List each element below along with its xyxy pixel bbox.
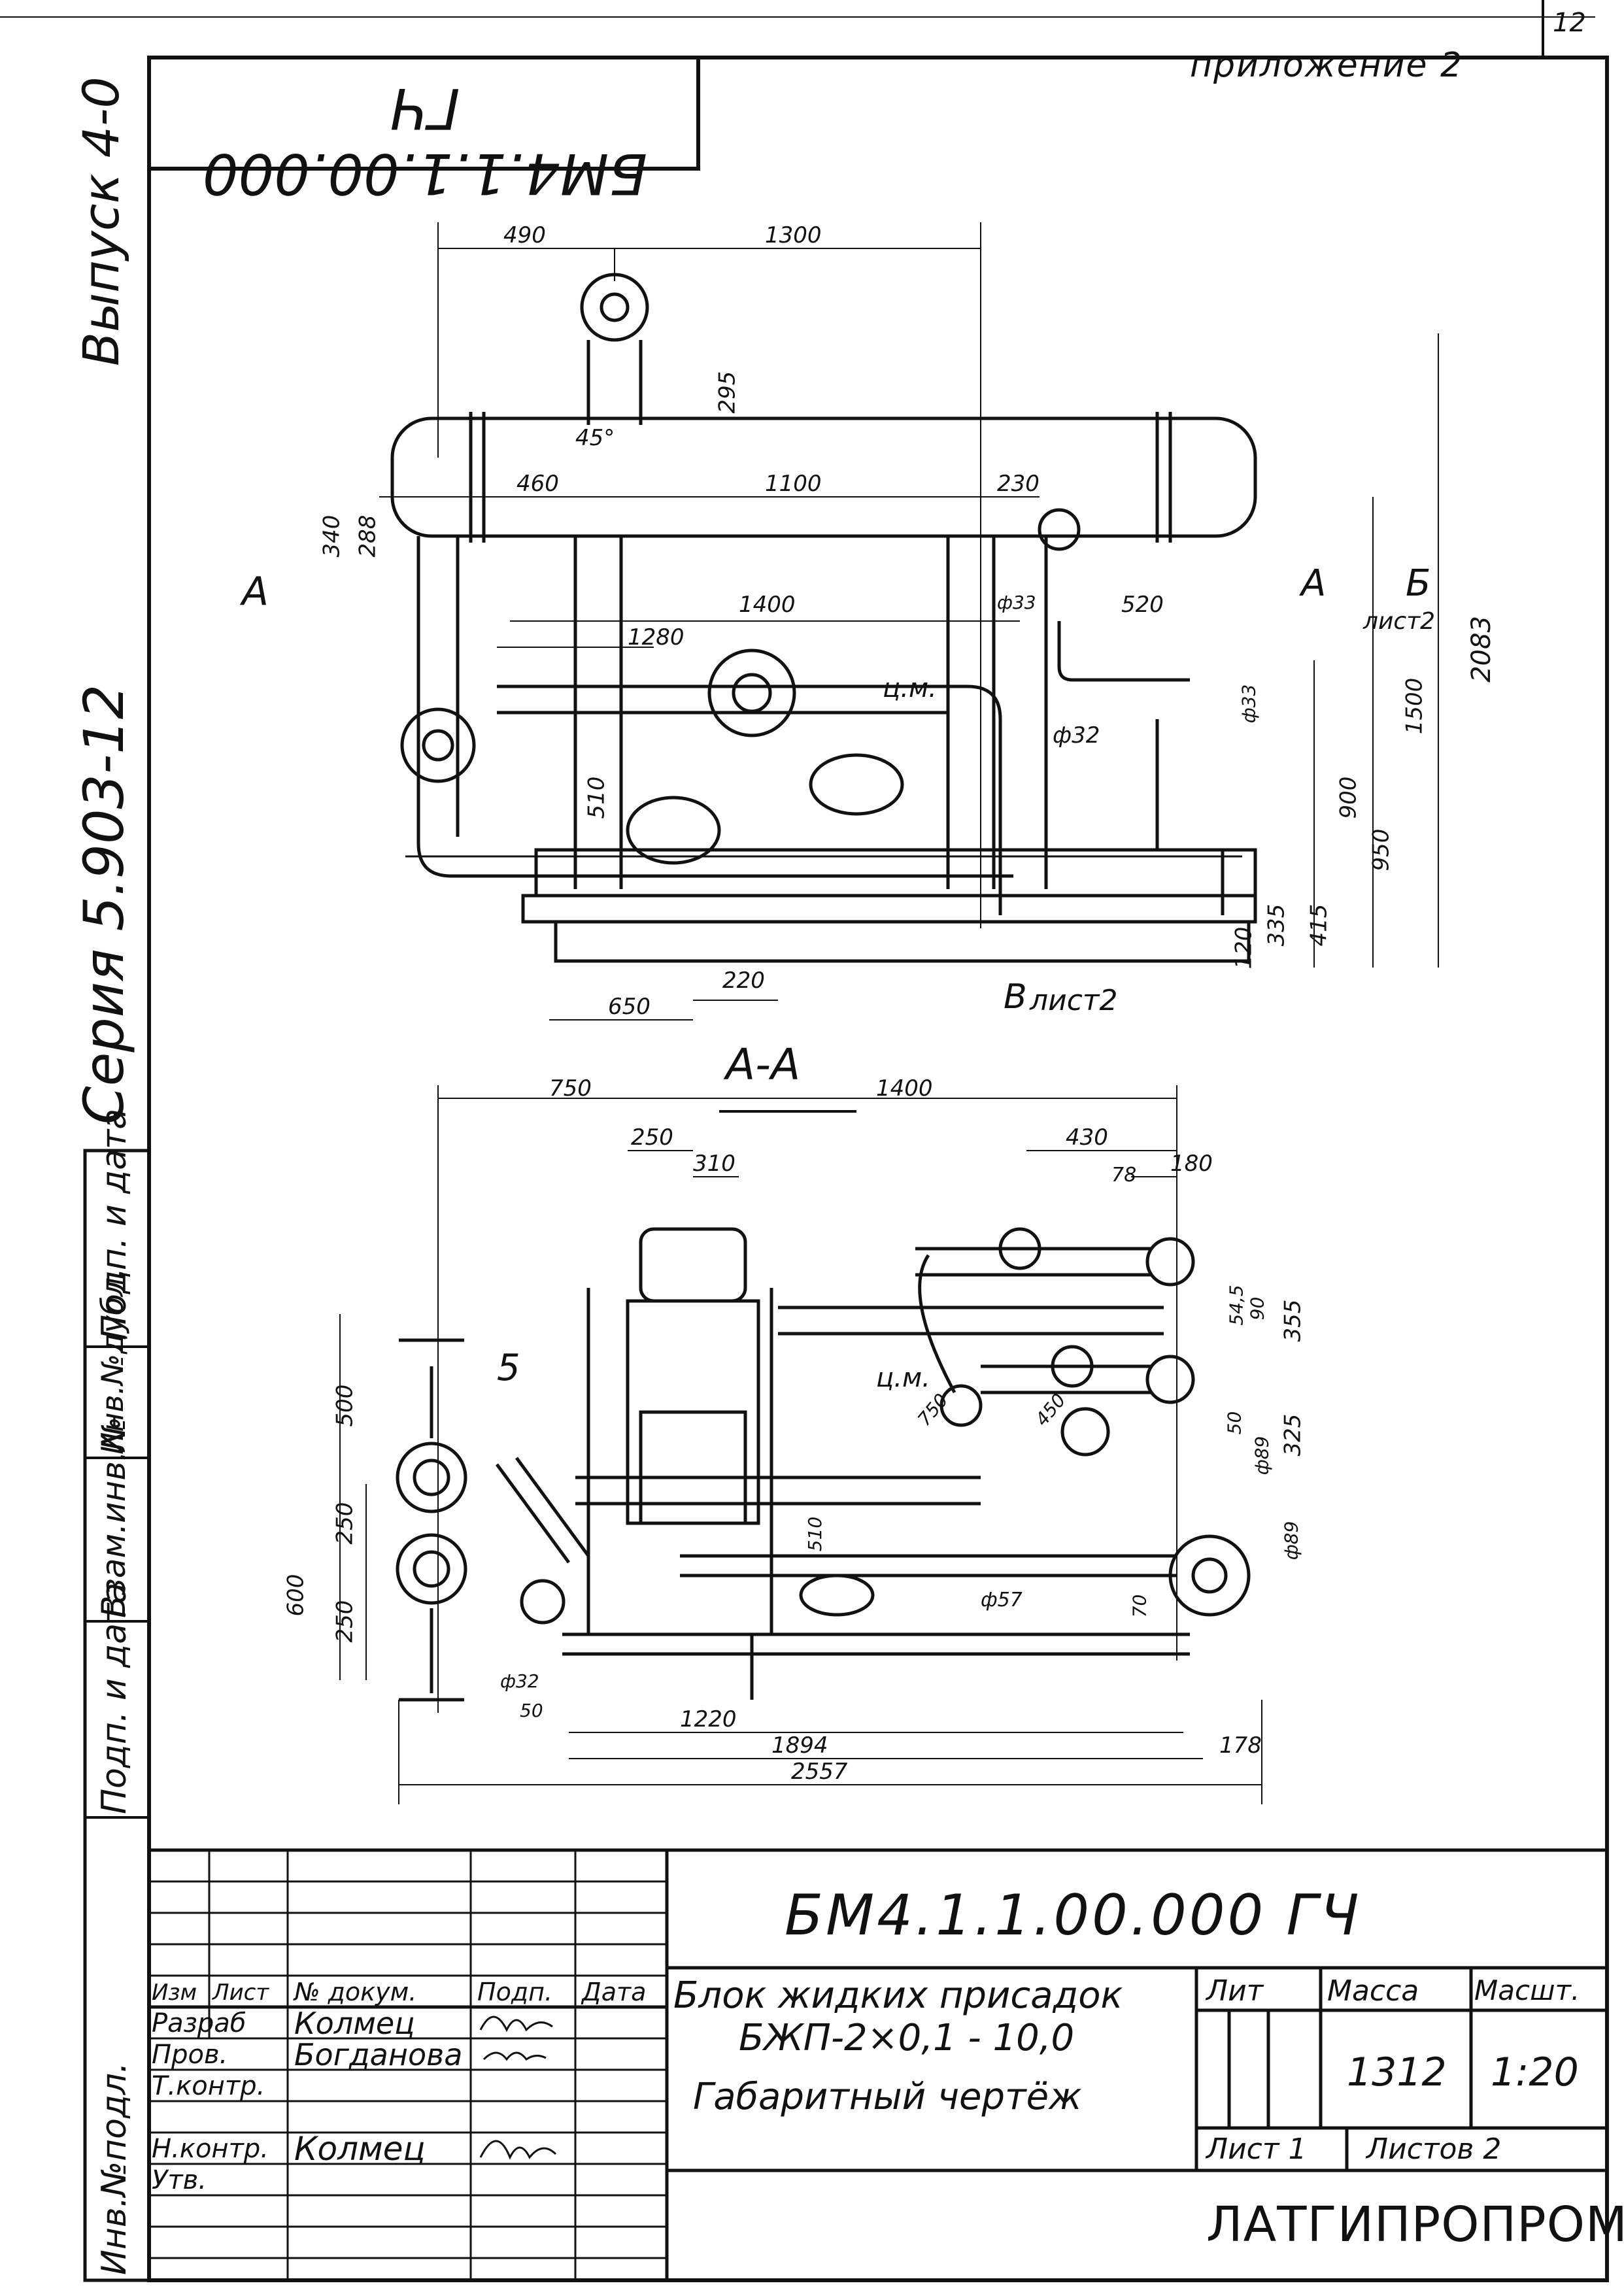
tb-organization: ЛАТГИПРОПРОМ — [1206, 2197, 1624, 2253]
mirrored-stamp-code: БМ4.1.1.00.000 ГЧ — [202, 75, 648, 206]
tb-sheets-label: Листов 2 — [1366, 2133, 1502, 2166]
tb-name-line3: Габаритный чертёж — [693, 2076, 1082, 2118]
dim-section: 500 — [331, 1384, 358, 1427]
tb-person: Колмец — [294, 2006, 415, 2041]
tb-person: Богданова — [294, 2037, 463, 2072]
dim-section: ф57 — [981, 1589, 1023, 1611]
dim-top: 45° — [575, 425, 615, 451]
dim-top: 490 — [503, 222, 546, 248]
dim-top: 288 — [354, 514, 381, 558]
tb-lit-label: Лит — [1206, 1974, 1264, 2008]
strip-orig-inv: Инв.№подл. — [95, 2062, 134, 2275]
tb-col-izm: Изм — [152, 1980, 197, 2006]
tb-role: Разраб — [152, 2008, 246, 2038]
dim-section: 2557 — [791, 1759, 848, 1785]
tb-scale-value: 1:20 — [1491, 2049, 1579, 2095]
tb-person: Колмец — [294, 2130, 426, 2168]
dim-top: 120 — [1230, 926, 1257, 970]
dim-section: 250 — [331, 1600, 358, 1643]
tb-mass-label: Масса — [1327, 1974, 1419, 2008]
dim-section: 1894 — [771, 1732, 828, 1759]
dim-top: 335 — [1263, 903, 1290, 947]
tb-name-line1: Блок жидких присадок — [673, 1974, 1123, 2017]
dim-section: 50 — [1223, 1411, 1245, 1435]
tb-mass-value: 1312 — [1347, 2049, 1447, 2095]
tb-name-line2: БЖП-2×0,1 - 10,0 — [739, 2017, 1075, 2059]
dim-section: 510 — [804, 1516, 826, 1552]
dim-top: 650 — [608, 994, 651, 1020]
dim-top: 340 — [318, 514, 345, 558]
dim-top: 1280 — [628, 624, 685, 650]
tb-designation: БМ4.1.1.00.000 ГЧ — [785, 1883, 1362, 1948]
dim-section: ф32 — [500, 1670, 539, 1692]
dim-section: 310 — [693, 1151, 736, 1177]
dim-section: 90 — [1246, 1296, 1268, 1321]
dim-top: 900 — [1335, 776, 1362, 819]
tb-sheet-label: Лист 1 — [1206, 2133, 1307, 2166]
series-label: Серия 5.903-12 — [72, 684, 136, 1124]
tb-col-date: Дата — [582, 1978, 647, 2006]
dim-section: 78 — [1111, 1164, 1137, 1187]
dim-section: 70 — [1128, 1594, 1151, 1618]
dim-section: 325 — [1279, 1413, 1306, 1457]
tb-role: Утв. — [152, 2165, 207, 2195]
dim-section: 250 — [631, 1124, 673, 1151]
dim-section: 355 — [1279, 1299, 1306, 1342]
section-marker-a-right: А — [1301, 562, 1327, 605]
strip-sign-date-2: Подп. и дата — [95, 1582, 134, 1814]
tb-col-sign: Подп. — [477, 1978, 553, 2006]
section-marker-a-left: А — [242, 569, 269, 615]
dim-top: 460 — [516, 471, 559, 497]
dim-section: 250 — [331, 1502, 358, 1545]
dim-top: 950 — [1368, 828, 1395, 871]
page-number: 12 — [1553, 8, 1586, 38]
cm-callout-bottom: ц.м. — [876, 1363, 930, 1393]
view-marker-v: В — [1004, 977, 1027, 1017]
issue-label: Выпуск 4-0 — [72, 76, 130, 366]
dim-top: 220 — [722, 968, 765, 994]
dim-top: 2083 — [1466, 616, 1497, 683]
dim-top: 295 — [714, 371, 741, 414]
dim-top: 520 — [1121, 592, 1164, 618]
dim-top: 415 — [1306, 903, 1332, 947]
dim-section: 180 — [1170, 1151, 1213, 1177]
dim-top: 1400 — [739, 592, 796, 618]
section-title: А-А — [726, 1039, 801, 1090]
tb-col-list: Лист — [212, 1980, 269, 2006]
dim-section: 178 — [1219, 1732, 1262, 1759]
dim-section: 1400 — [876, 1075, 933, 1102]
dim-section: 430 — [1066, 1124, 1108, 1151]
view-marker-b: Б — [1406, 562, 1431, 605]
tb-col-doc: № докум. — [294, 1978, 417, 2006]
part-callout-5: 5 — [497, 1347, 520, 1389]
dim-section: 1220 — [680, 1706, 737, 1732]
appendix-label: приложение 2 — [1190, 46, 1464, 85]
cm-callout-top: ц.м. — [883, 673, 937, 703]
dim-top: 1500 — [1401, 677, 1428, 735]
dim-section: 54,5 — [1225, 1285, 1247, 1326]
dim-top: 230 — [997, 471, 1040, 497]
tb-role: Н.контр. — [152, 2134, 269, 2164]
dim-section: 50 — [520, 1700, 543, 1721]
view-marker-v-sheet: лист2 — [1030, 984, 1118, 1017]
dim-top: 1100 — [765, 471, 822, 497]
dim-section: ф89 — [1251, 1436, 1273, 1476]
dim-section: 600 — [282, 1574, 309, 1617]
dim-top: ф33 — [997, 592, 1036, 613]
dim-top: ф33 — [1238, 684, 1260, 724]
dim-top: 510 — [583, 776, 610, 819]
tb-scale-label: Масшт. — [1474, 1974, 1580, 2006]
dim-top: 1300 — [765, 222, 822, 248]
dim-section: 750 — [549, 1075, 592, 1102]
dim-section: ф89 — [1280, 1521, 1302, 1560]
tb-role: Пров. — [152, 2040, 228, 2070]
dim-top: ф32 — [1053, 722, 1100, 749]
tb-role: Т.контр. — [152, 2071, 265, 2101]
view-marker-b-sheet: лист2 — [1363, 608, 1436, 635]
